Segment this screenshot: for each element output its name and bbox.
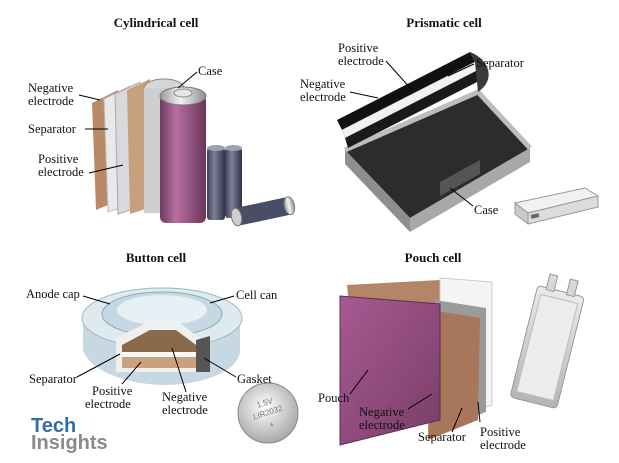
prismatic-cell-illustration xyxy=(337,52,600,232)
lying-cell xyxy=(230,196,296,227)
button-separator-label: Separator xyxy=(29,372,78,386)
pouch-positive-leader xyxy=(477,401,481,423)
small-prismatic-front xyxy=(527,195,599,225)
pouch-cell-title: Pouch cell xyxy=(405,250,462,265)
button-negative-label-line1: Negative xyxy=(162,390,208,404)
pouch-separator-label: Separator xyxy=(418,430,467,444)
separator-label: Separator xyxy=(28,122,77,136)
case-terminal xyxy=(173,88,193,98)
pouch-separator-leader xyxy=(451,407,463,433)
negative-electrode-layer xyxy=(122,330,196,352)
negative-electrode-label-line1: Negative xyxy=(28,81,74,95)
prismatic-cell-title: Prismatic cell xyxy=(406,15,482,30)
cell-can-leader xyxy=(209,295,235,304)
separator-layer xyxy=(122,352,196,357)
case-cylinder-body xyxy=(160,95,206,223)
button-cell-illustration: 1.5V LIR2032 + xyxy=(81,287,299,444)
positive-electrode-layer xyxy=(122,357,196,368)
logo-line1: Tech xyxy=(31,415,76,437)
prismatic-negative-leader xyxy=(349,91,379,99)
prismatic-layer-black-1 xyxy=(337,52,475,130)
prismatic-case-label: Case xyxy=(474,203,499,217)
button-cell-title: Button cell xyxy=(126,250,187,265)
small-cell-1-top xyxy=(207,145,225,151)
pouch-front xyxy=(339,295,441,446)
pouch-label: Pouch xyxy=(318,391,350,405)
prismatic-positive-label-line1: Positive xyxy=(338,41,379,55)
button-positive-label-line2: electrode xyxy=(85,397,131,411)
cylindrical-cell-panel: Cylindrical cell xyxy=(28,15,296,227)
button-cell-panel: Button cell 1.5V LIR2032 + Anode cap Cel xyxy=(26,250,299,444)
anode-cap-label: Anode cap xyxy=(26,287,80,301)
pouch-negative-leader xyxy=(407,393,433,410)
pouch-negative-sheet xyxy=(428,310,480,440)
positive-electrode-label-line2: electrode xyxy=(38,165,84,179)
button-positive-label-line1: Positive xyxy=(92,384,133,398)
pouch-cell-illustration xyxy=(339,273,585,446)
gasket-leader xyxy=(203,357,237,378)
prismatic-terminal-step xyxy=(440,160,480,196)
prismatic-case-left xyxy=(345,150,410,232)
pouch-leader xyxy=(349,369,369,395)
prismatic-positive-label-line2: electrode xyxy=(338,54,384,68)
standalone-pouch xyxy=(510,273,585,409)
positive-leader xyxy=(88,164,124,174)
small-cell-2-top xyxy=(225,145,242,151)
prismatic-layer-black-2 xyxy=(345,70,481,148)
button-negative-label-line2: electrode xyxy=(162,403,208,417)
gasket-block xyxy=(196,336,210,372)
negative-leader xyxy=(78,94,101,101)
prismatic-separator-label: Separator xyxy=(476,56,525,70)
pouch-negative-label-line1: Negative xyxy=(359,405,405,419)
prismatic-case-front xyxy=(410,148,530,232)
cylindrical-cell-illustration xyxy=(92,78,296,227)
coin-text-line3: + xyxy=(268,420,276,430)
anode-cap-dome xyxy=(117,295,207,325)
logo-line2: Insights xyxy=(31,432,108,454)
pouch-cell-panel: Pouch cell Pouch Negative electrode Sepa… xyxy=(318,250,585,452)
prismatic-case-top xyxy=(345,92,530,218)
pouch-positive-label-line2: electrode xyxy=(480,438,526,452)
small-prismatic-terminal xyxy=(530,213,540,219)
prismatic-negative-label-line2: electrode xyxy=(300,90,346,104)
negative-electrode-label-line2: electrode xyxy=(28,94,74,108)
small-cell-2 xyxy=(225,148,242,218)
prismatic-roll-end xyxy=(470,52,489,92)
case-label: Case xyxy=(198,64,223,78)
coin-battery xyxy=(237,382,299,444)
button-positive-leader xyxy=(121,361,142,385)
gasket-label: Gasket xyxy=(237,372,272,386)
cell-can-label: Cell can xyxy=(236,288,278,302)
prismatic-case-leader xyxy=(449,187,474,207)
pouch-positive-label-line1: Positive xyxy=(480,425,521,439)
small-cell-1 xyxy=(207,148,225,220)
prismatic-cell-panel: Prismatic cell Positive electrode Separa… xyxy=(300,15,600,232)
techinsights-logo: Tech Insights xyxy=(31,415,108,454)
prismatic-positive-leader xyxy=(385,60,413,91)
pouch-negative-label-line2: electrode xyxy=(359,418,405,432)
button-negative-leader xyxy=(171,347,187,393)
anode-cap-leader xyxy=(82,295,111,305)
positive-electrode-label-line1: Positive xyxy=(38,152,79,166)
cylindrical-cell-title: Cylindrical cell xyxy=(114,15,199,30)
prismatic-negative-label-line1: Negative xyxy=(300,77,346,91)
case-leader xyxy=(177,71,198,89)
button-separator-leader xyxy=(76,353,121,378)
prismatic-separator-leader xyxy=(447,63,475,77)
